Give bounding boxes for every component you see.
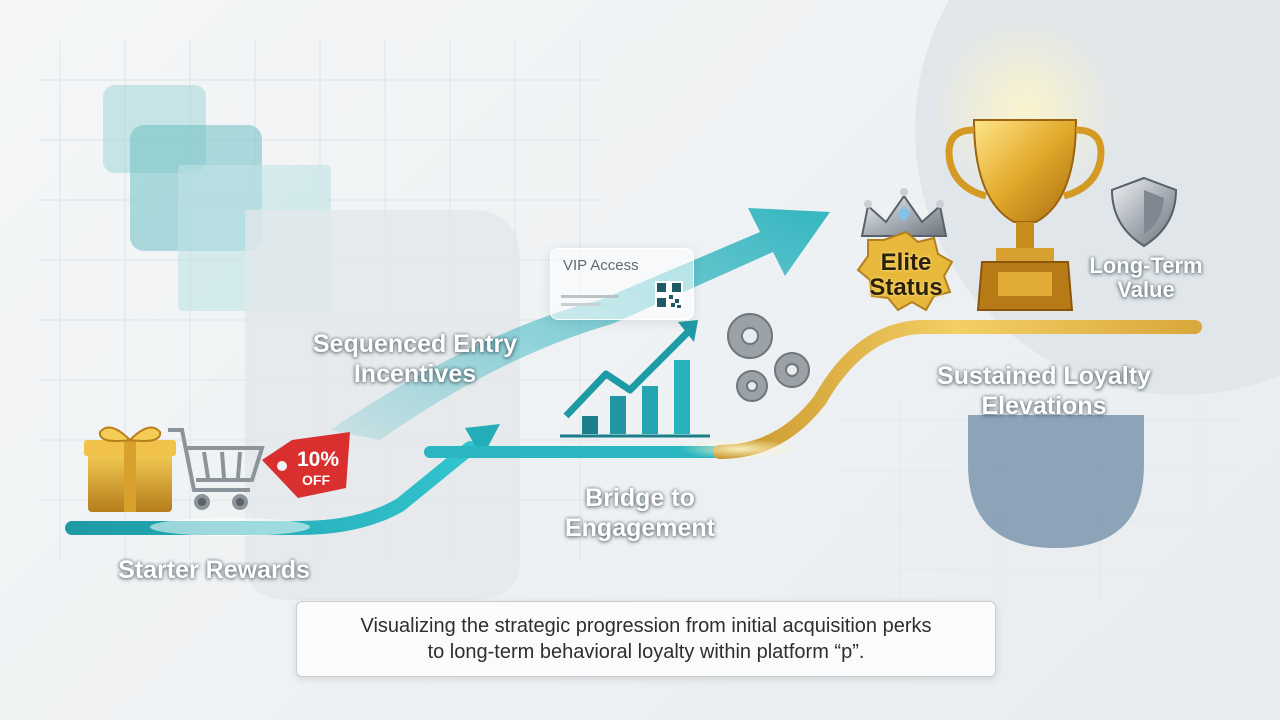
trophy-icon	[945, 119, 1105, 311]
stage-starter-rewards: Starter Rewards	[118, 556, 310, 584]
stage-sustained-loyalty: Sustained Loyalty Elevations	[937, 362, 1151, 420]
qr-code-icon	[655, 281, 683, 309]
long-term-value-label: Long-Term Value	[1089, 253, 1203, 302]
tag-percent: 10%	[297, 448, 339, 471]
elite-status-label: Elite Status	[869, 249, 943, 302]
growth-chart-icon	[560, 320, 710, 438]
stage-bridge-to-engagement: Bridge to Engagement	[564, 484, 716, 542]
caption-line-1: Visualizing the strategic progression fr…	[360, 615, 932, 637]
shopping-cart-icon	[168, 428, 265, 510]
crown-icon	[860, 188, 948, 237]
discount-tag-icon: 10% OFF	[262, 432, 350, 498]
elite-status-badge	[856, 230, 954, 312]
gift-icon	[84, 426, 176, 512]
caption-line-2: to long-term behavioral loyalty within p…	[427, 641, 865, 663]
vip-access-title: VIP Access	[563, 257, 639, 274]
shield-icon	[1110, 176, 1178, 248]
tag-off: OFF	[302, 472, 330, 488]
gears-icon	[727, 313, 810, 402]
stage-sequenced-entry: Sequenced Entry Incentives	[312, 330, 518, 388]
caption-box: Visualizing the strategic progression fr…	[296, 601, 996, 677]
ticket-lines	[561, 295, 619, 306]
vip-access-card: VIP Access	[550, 248, 694, 320]
